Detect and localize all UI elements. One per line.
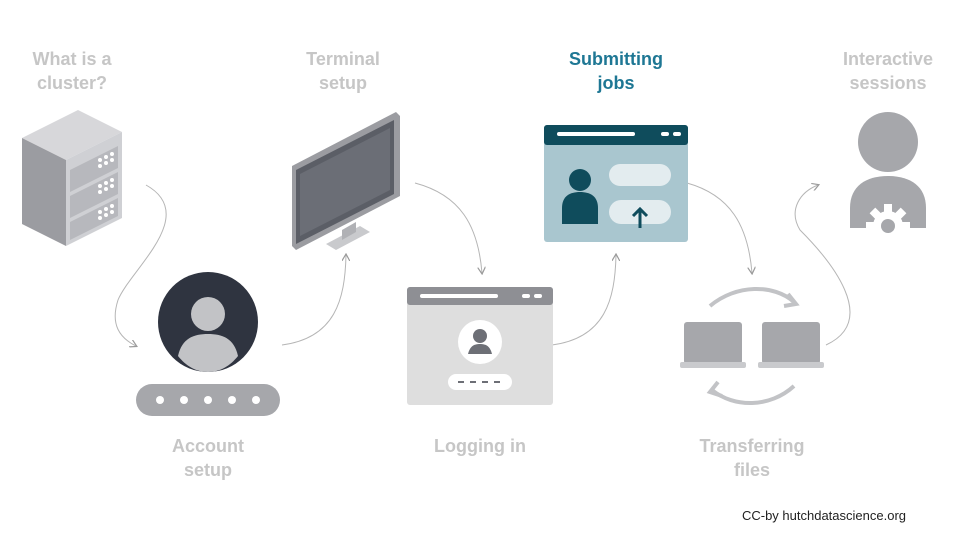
interactive-user-gear-icon — [850, 112, 926, 248]
arrow-submit-to-transfer — [686, 182, 752, 273]
step-label-line: sessions — [849, 73, 927, 93]
login-window-icon — [407, 287, 553, 405]
arrow-cluster-to-account — [114, 184, 167, 346]
step-label-line: Logging in — [434, 436, 526, 456]
step-label-line: Account — [172, 436, 244, 456]
arrow-account-to-terminal — [281, 255, 346, 346]
step-label-line: Interactive — [842, 49, 934, 69]
step-label-line: files — [733, 460, 771, 480]
credit-text: CC-by hutchdatascience.org — [741, 508, 906, 523]
step-label-line: setup — [183, 460, 232, 480]
step-label-account: Account setup — [148, 434, 268, 482]
file-transfer-icon — [680, 287, 824, 405]
step-label-line: jobs — [597, 73, 635, 93]
step-label-terminal: Terminal setup — [283, 47, 403, 95]
step-label-submit: Submitting jobs — [556, 47, 676, 95]
account-avatar-icon — [136, 272, 280, 416]
step-label-transfer: Transferring files — [682, 434, 822, 482]
terminal-monitor-icon — [292, 112, 400, 250]
server-rack-icon — [22, 110, 122, 246]
submit-job-window-icon — [544, 125, 688, 242]
step-label-line: Transferring — [699, 436, 805, 456]
step-label-line: What is a — [32, 49, 112, 69]
step-label-line: cluster? — [36, 73, 108, 93]
step-label-line: setup — [318, 73, 367, 93]
arrow-login-to-submit — [551, 255, 616, 346]
arrow-transfer-to-interactive — [794, 185, 851, 346]
step-label-login: Logging in — [410, 434, 550, 458]
arrow-terminal-to-login — [414, 182, 482, 273]
step-label-line: Terminal — [306, 49, 380, 69]
step-label-interactive: Interactive sessions — [828, 47, 948, 95]
step-label-line: Submitting — [569, 49, 663, 69]
step-label-cluster: What is a cluster? — [12, 47, 132, 95]
